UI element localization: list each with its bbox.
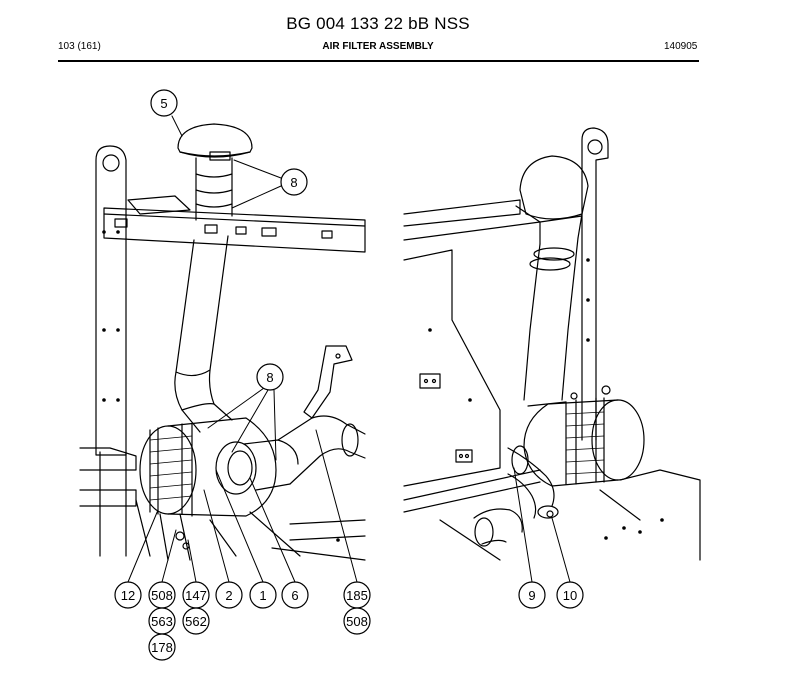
svg-text:2: 2 [225,588,232,603]
svg-text:562: 562 [185,614,207,629]
callout-1: 1 [249,581,277,609]
callout-10: 10 [556,581,584,609]
svg-text:563: 563 [151,614,173,629]
left-lift-bracket [95,145,127,456]
callout-508-left: 508 [148,581,176,609]
callout-185: 185 [343,581,371,609]
svg-text:6: 6 [291,588,298,603]
callout-2: 2 [215,581,243,609]
callout-562: 562 [182,607,210,635]
svg-text:12: 12 [121,588,135,603]
svg-text:10: 10 [563,588,577,603]
intake-duct [174,239,201,433]
svg-text:508: 508 [151,588,173,603]
callout-508-right: 508 [343,607,371,635]
svg-text:9: 9 [528,588,535,603]
right-outlet-elbow [507,447,555,507]
svg-text:185: 185 [346,588,368,603]
document-id: BG 004 133 22 bB NSS [286,14,470,33]
callout-5: 5 [150,89,178,117]
header-rule [58,60,699,62]
leader-lines [127,115,571,583]
left-cross-member [103,207,366,253]
precleaner-dome [519,155,589,220]
page-number: 103 (161) [58,41,101,52]
outlet-elbow [215,441,257,495]
outlet-hose [277,415,366,441]
callout-147: 147 [182,581,210,609]
filter-housing-body [167,417,277,517]
svg-text:178: 178 [151,640,173,655]
document-code: 140905 [664,41,698,52]
hose-bracket [303,345,353,419]
svg-text:1: 1 [259,588,266,603]
precleaner-cap [177,123,253,157]
svg-text:8: 8 [266,370,273,385]
right-view [403,127,701,561]
svg-text:508: 508 [346,614,368,629]
mounting-plate [403,249,501,487]
callout-12: 12 [114,581,142,609]
svg-text:147: 147 [185,588,207,603]
lower-hose [473,508,523,533]
callout-9: 9 [518,581,546,609]
left-lift-hole [102,154,120,172]
svg-text:5: 5 [160,96,167,111]
callout-563: 563 [148,607,176,635]
section-title: AIR FILTER ASSEMBLY [322,41,434,52]
callout-6: 6 [281,581,309,609]
right-lift-bracket [581,127,609,441]
right-lift-hole [587,139,603,155]
callout-8-upper: 8 [280,168,308,196]
left-view [79,123,366,561]
callout-178: 178 [148,633,176,661]
callout-8-lower: 8 [256,363,284,391]
filter-housing-end [139,425,197,515]
svg-text:8: 8 [290,175,297,190]
